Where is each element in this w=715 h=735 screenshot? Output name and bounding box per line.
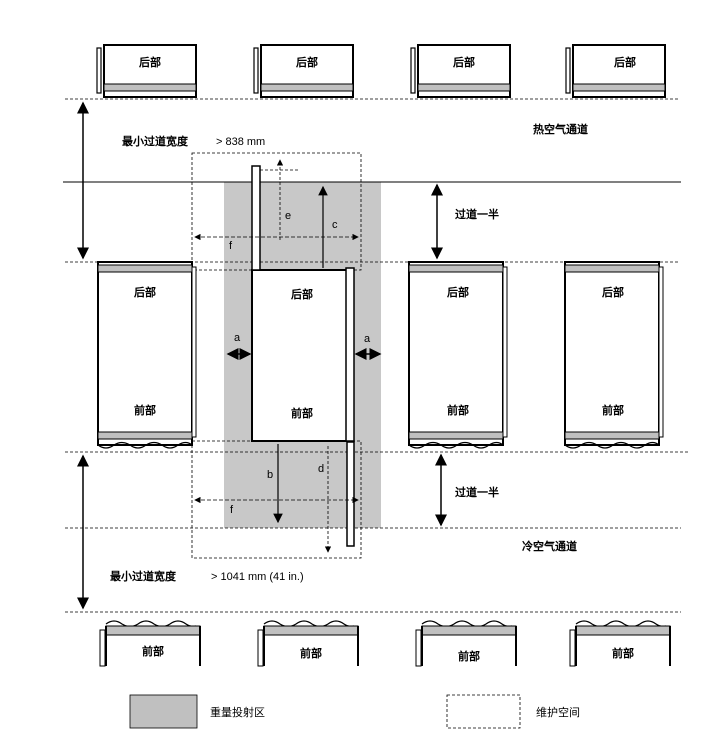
dimension-b-label: b xyxy=(267,469,273,481)
rack-front-label: 前部 xyxy=(458,649,480,663)
top-rack-3: 后部 xyxy=(410,44,511,98)
rack-back-label: 后部 xyxy=(453,55,475,69)
dimension-f-bottom-label: f xyxy=(230,504,234,516)
rack-back-label: 后部 xyxy=(134,285,156,299)
rack-back-label: 后部 xyxy=(296,55,318,69)
dimension-f-top-label: f xyxy=(229,240,233,252)
top-rack-2: 后部 xyxy=(253,44,354,98)
top-rack-4: 后部 xyxy=(565,44,666,98)
legend-dashed-label: 维护空间 xyxy=(536,705,580,719)
rack-front-label: 前部 xyxy=(134,403,156,417)
rack-front-label: 前部 xyxy=(602,403,624,417)
cold-min-width-label: 最小过道宽度 xyxy=(110,569,177,583)
dimension-d-label: d xyxy=(318,463,324,475)
legend-shaded-swatch xyxy=(129,694,198,729)
rack-front-label: 前部 xyxy=(300,646,322,660)
rack-front-label: 前部 xyxy=(142,644,164,658)
hot-min-width-value: > 838 mm xyxy=(216,136,265,148)
middle-rack-4: 后部 前部 xyxy=(564,261,664,449)
half-aisle-label-bottom: 过道一半 xyxy=(455,485,499,499)
dimension-e-label: e xyxy=(285,210,291,222)
bottom-rack-2: 前部 xyxy=(257,620,359,667)
dimension-a-right-label: a xyxy=(364,333,371,345)
bottom-rack-4: 前部 xyxy=(569,620,671,667)
cold-aisle-label: 冷空气通道 xyxy=(522,539,577,553)
legend-shaded-label: 重量投射区 xyxy=(210,705,265,719)
cold-min-width-value: > 1041 mm (41 in.) xyxy=(211,571,304,583)
rack-front-label: 前部 xyxy=(447,403,469,417)
bottom-rack-1: 前部 xyxy=(99,620,201,667)
middle-rack-3: 后部 前部 xyxy=(408,261,508,449)
middle-rack-2: 后部 前部 xyxy=(251,165,355,547)
dimension-c-label: c xyxy=(332,219,338,231)
rack-front-label: 前部 xyxy=(291,406,313,420)
rack-back-label: 后部 xyxy=(291,287,313,301)
bottom-rack-3: 前部 xyxy=(415,620,517,667)
middle-rack-1: 后部 前部 xyxy=(97,261,197,449)
rack-back-label: 后部 xyxy=(447,285,469,299)
rack-back-label: 后部 xyxy=(614,55,636,69)
rack-back-label: 后部 xyxy=(602,285,624,299)
dimension-a-left-label: a xyxy=(234,332,241,344)
maintenance-area-bottom xyxy=(191,440,362,559)
hot-min-width-label: 最小过道宽度 xyxy=(122,134,189,148)
legend-dashed-swatch xyxy=(446,694,521,729)
rack-front-label: 前部 xyxy=(612,646,634,660)
half-aisle-label-top: 过道一半 xyxy=(455,207,499,221)
top-rack-1: 后部 xyxy=(96,44,197,98)
hot-aisle-label: 热空气通道 xyxy=(533,122,588,136)
rack-back-label: 后部 xyxy=(139,55,161,69)
